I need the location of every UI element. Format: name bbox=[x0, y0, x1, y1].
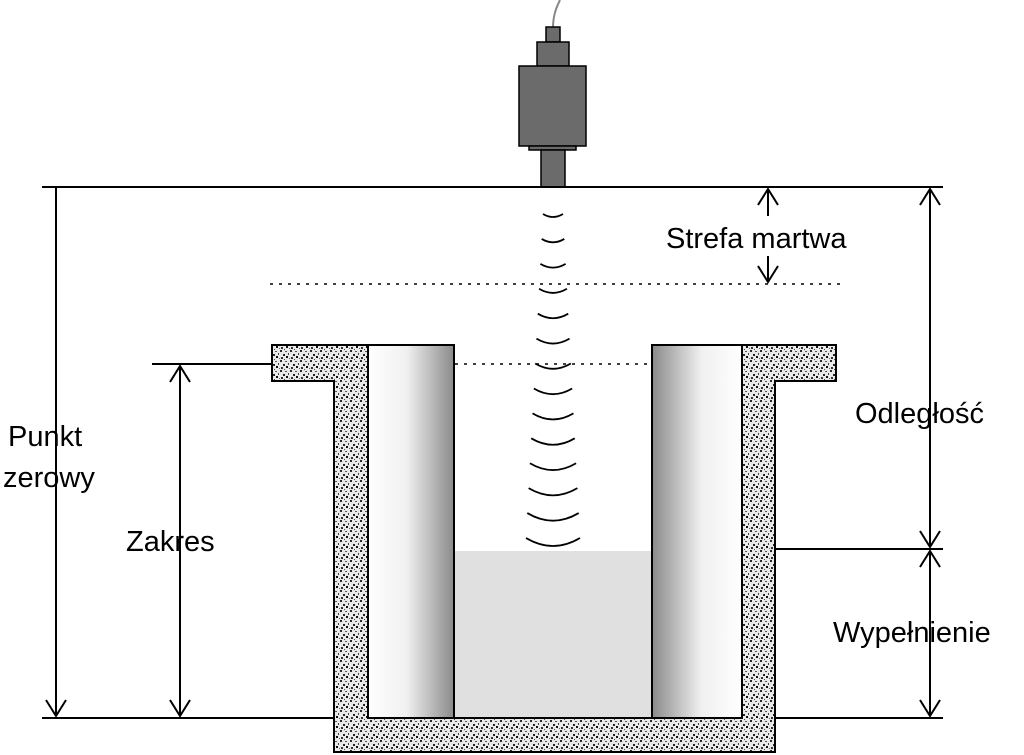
sound-wave-arc bbox=[530, 437, 576, 446]
sound-wave-arc bbox=[532, 412, 574, 421]
sensor-cable bbox=[552, 0, 561, 29]
dead-zone-arrow bbox=[757, 187, 779, 284]
fill-arrow bbox=[919, 549, 941, 718]
sound-wave-arc bbox=[542, 213, 564, 218]
tank-inner-wall-right bbox=[651, 344, 743, 719]
sensor-transducer bbox=[540, 149, 566, 188]
sound-wave-arc bbox=[526, 512, 580, 522]
fill-label: Wypełnienie bbox=[833, 617, 991, 649]
dead-zone-label: Strefa martwa bbox=[666, 223, 847, 255]
sound-wave-arcs bbox=[525, 213, 581, 547]
sound-wave-arc bbox=[541, 238, 565, 244]
tank-inner-wall-left bbox=[367, 344, 455, 719]
sound-wave-arc bbox=[533, 387, 573, 396]
distance-label: Odległość bbox=[855, 398, 984, 430]
sound-wave-arc bbox=[537, 312, 569, 320]
sound-wave-arc bbox=[534, 362, 572, 370]
zero-point-arrow bbox=[45, 187, 67, 718]
sound-wave-arc bbox=[539, 263, 567, 269]
range-arrow bbox=[169, 364, 191, 718]
sound-wave-arc bbox=[536, 337, 570, 345]
sound-wave-arc bbox=[525, 537, 581, 547]
sensor-body bbox=[518, 65, 587, 147]
distance-arrow bbox=[919, 187, 941, 549]
sound-wave-arc bbox=[528, 487, 578, 497]
zero-point-label-line2: zerowy bbox=[3, 462, 95, 494]
range-label: Zakres bbox=[126, 526, 215, 558]
sensor-cap bbox=[545, 26, 561, 43]
sound-wave-arc bbox=[538, 287, 568, 294]
tank bbox=[271, 344, 837, 753]
sensor-neck bbox=[536, 41, 570, 67]
ultrasonic-sensor-icon bbox=[518, 0, 587, 188]
liquid bbox=[455, 551, 651, 717]
zero-point-label-line1: Punkt bbox=[8, 421, 82, 453]
sound-wave-arc bbox=[529, 462, 577, 471]
